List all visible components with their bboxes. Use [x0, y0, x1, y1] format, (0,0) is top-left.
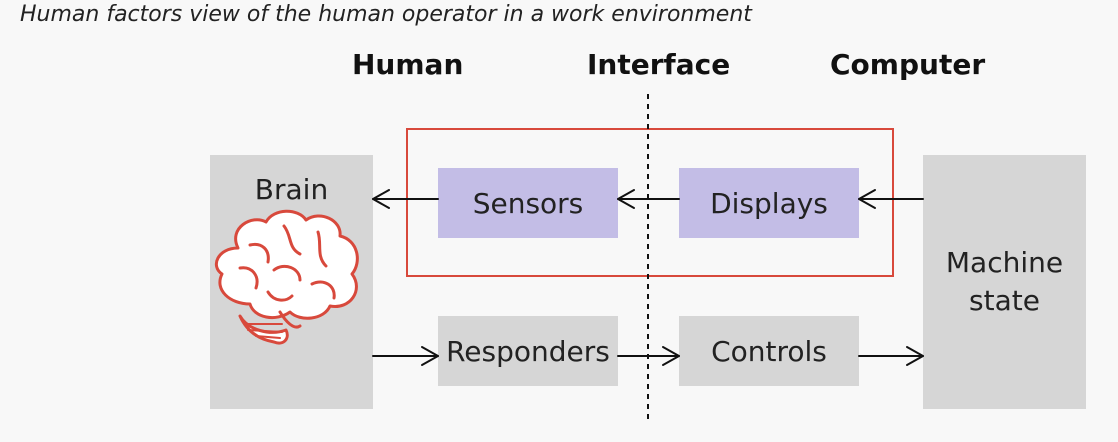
sensors-box: Sensors: [438, 168, 618, 238]
brain-label: Brain: [254, 173, 329, 206]
responders-label: Responders: [446, 334, 610, 368]
machine-state-box: Machine state: [923, 155, 1086, 409]
machine-state-label-line2: state: [969, 284, 1040, 317]
controls-box: Controls: [679, 316, 859, 386]
perception-highlight-frame: [406, 128, 894, 277]
header-computer: Computer: [830, 48, 986, 81]
arrow-machine-to-displays: [858, 189, 924, 209]
machine-state-label-line1: Machine: [945, 246, 1064, 279]
responders-box: Responders: [438, 316, 618, 386]
arrow-controls-to-machine: [858, 346, 924, 366]
arrow-brain-to-responders: [372, 346, 439, 366]
arrow-displays-to-sensors: [617, 189, 680, 209]
arrow-sensors-to-brain: [372, 189, 439, 209]
diagram-caption: Human factors view of the human operator…: [20, 2, 752, 27]
header-interface: Interface: [587, 48, 731, 81]
controls-label: Controls: [711, 334, 827, 368]
displays-label: Displays: [710, 186, 828, 220]
brain-icon: [215, 209, 359, 345]
header-human: Human: [352, 48, 464, 81]
displays-box: Displays: [679, 168, 859, 238]
arrow-responders-to-controls: [617, 346, 680, 366]
sensors-label: Sensors: [472, 186, 584, 220]
